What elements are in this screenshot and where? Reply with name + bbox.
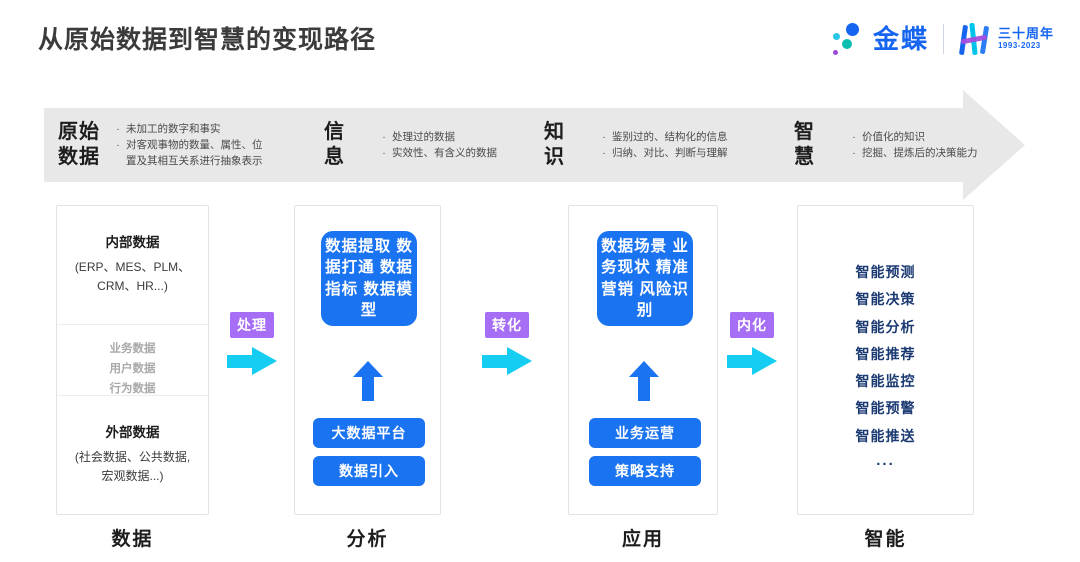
application-pill-operations[interactable]: 业务运营 bbox=[589, 418, 701, 448]
band-point: 挖掘、提炼后的决策能力 bbox=[862, 147, 978, 159]
band-segment-title: 知 识 bbox=[544, 121, 565, 168]
internal-data-block: 内部数据 (ERP、MES、PLM、 CRM、HR...) bbox=[57, 206, 208, 325]
band-segment-knowledge: 知 识 · 鉴别过的、结构化的信息 · 归纳、对比、判断与理解 bbox=[544, 108, 728, 182]
band-point: 归纳、对比、判断与理解 bbox=[612, 147, 728, 159]
band-point: 价值化的知识 bbox=[862, 130, 925, 143]
logo-dot-teal bbox=[841, 39, 852, 49]
intelligence-item: 智能推送 bbox=[855, 427, 916, 444]
up-arrow-icon bbox=[629, 361, 659, 401]
application-capability-card: 数据场景 业务现状 精准营销 风险识别 bbox=[597, 231, 693, 326]
bullet-icon: · bbox=[852, 130, 856, 143]
stage-footer-intelligence: 智能 bbox=[864, 529, 907, 550]
anniversary-lockup: 三十周年 1993-2023 bbox=[958, 22, 1054, 56]
stage-card-analysis: 数据提取 数据打通 数据指标 数据模型 大数据平台 数据引入 bbox=[294, 205, 441, 515]
bullet-icon: · bbox=[602, 147, 606, 159]
stage-footer-data: 数据 bbox=[111, 529, 154, 550]
right-arrow-icon bbox=[482, 347, 532, 375]
right-arrow-icon bbox=[227, 347, 277, 375]
connector-label: 处理 bbox=[230, 312, 274, 338]
data-types-block: 业务数据 用户数据 行为数据 bbox=[57, 325, 208, 396]
logo-dot-blue bbox=[845, 23, 859, 36]
band-segment-points: · 鉴别过的、结构化的信息 · 归纳、对比、判断与理解 bbox=[596, 129, 728, 162]
intelligence-ellipsis: ... bbox=[876, 452, 895, 470]
dikw-arrow-band: 原始 数据 · 未加工的数字和事实 · 对客观事物的数量、属性、位 置及其相互关… bbox=[44, 90, 1025, 200]
data-type-item: 行为数据 bbox=[109, 383, 156, 396]
data-type-item: 用户数据 bbox=[109, 363, 156, 376]
intelligence-item: 智能推荐 bbox=[855, 345, 916, 362]
up-arrow-icon bbox=[353, 361, 383, 401]
analysis-pill-platform[interactable]: 大数据平台 bbox=[313, 418, 425, 448]
band-point: 处理过的数据 bbox=[392, 130, 455, 143]
stage-card-application: 数据场景 业务现状 精准营销 风险识别 业务运营 策略支持 bbox=[568, 205, 718, 515]
anniversary-mark-icon bbox=[958, 22, 992, 56]
brand-name: 金蝶 bbox=[872, 24, 929, 54]
brand-logo: 金蝶 三十周年 1993-2023 bbox=[831, 18, 1054, 60]
internal-data-title: 内部数据 bbox=[105, 235, 160, 250]
connector-process: 处理 bbox=[222, 312, 282, 375]
band-point: 未加工的数字和事实 bbox=[126, 122, 221, 135]
band-segment-title: 信 息 bbox=[324, 121, 345, 168]
band-segment-information: 信 息 · 处理过的数据 · 实效性、有含义的数据 bbox=[324, 108, 497, 182]
application-pill-strategy[interactable]: 策略支持 bbox=[589, 456, 701, 486]
kingdee-dots-icon bbox=[831, 22, 863, 56]
bullet-icon: · bbox=[116, 138, 120, 151]
bullet-icon: · bbox=[116, 122, 120, 135]
connector-transform: 转化 bbox=[477, 312, 537, 375]
logo-dot-cyan bbox=[832, 33, 840, 40]
bullet-icon: · bbox=[382, 130, 386, 143]
connector-label: 转化 bbox=[485, 312, 529, 338]
external-data-subtitle: (社会数据、公共数据, 宏观数据...) bbox=[74, 450, 191, 483]
stage-footer-analysis: 分析 bbox=[346, 529, 389, 550]
anniversary-years: 1993-2023 bbox=[997, 40, 1041, 50]
band-segment-points: · 处理过的数据 · 实效性、有含义的数据 bbox=[376, 129, 497, 162]
band-segment-points: · 价值化的知识 · 挖掘、提炼后的决策能力 bbox=[846, 129, 978, 162]
bullet-icon: · bbox=[382, 147, 386, 159]
connector-label: 内化 bbox=[730, 312, 774, 338]
page-title: 从原始数据到智慧的变现路径 bbox=[38, 26, 377, 54]
data-type-item: 业务数据 bbox=[109, 343, 156, 355]
anniversary-label: 三十周年 bbox=[997, 26, 1054, 42]
stage-card-intelligence: 智能预测 智能决策 智能分析 智能推荐 智能监控 智能预警 智能推送 ... bbox=[797, 205, 974, 515]
stage-footer-application: 应用 bbox=[621, 529, 664, 550]
external-data-block: 外部数据 (社会数据、公共数据, 宏观数据...) bbox=[57, 396, 208, 485]
external-data-title: 外部数据 bbox=[105, 425, 160, 440]
logo-dot-purple bbox=[832, 50, 838, 55]
band-segment-title: 智 慧 bbox=[794, 121, 815, 168]
band-point: 对客观事物的数量、属性、位 置及其相互关系进行抽象表示 bbox=[126, 138, 263, 168]
band-segment-raw-data: 原始 数据 · 未加工的数字和事实 · 对客观事物的数量、属性、位 置及其相互关… bbox=[58, 108, 263, 182]
bullet-icon: · bbox=[602, 130, 606, 143]
connector-internalize: 内化 bbox=[722, 312, 782, 375]
intelligence-item: 智能预测 bbox=[855, 264, 916, 280]
band-segment-points: · 未加工的数字和事实 · 对客观事物的数量、属性、位 置及其相互关系进行抽象表… bbox=[110, 121, 263, 170]
band-point: 鉴别过的、结构化的信息 bbox=[612, 130, 728, 143]
right-arrow-icon bbox=[727, 347, 777, 375]
band-point: 实效性、有含义的数据 bbox=[392, 147, 497, 159]
analysis-capability-card: 数据提取 数据打通 数据指标 数据模型 bbox=[321, 231, 417, 326]
internal-data-subtitle: (ERP、MES、PLM、 CRM、HR...) bbox=[74, 260, 191, 293]
intelligence-item: 智能决策 bbox=[855, 291, 916, 308]
intelligence-item: 智能监控 bbox=[855, 373, 916, 390]
intelligence-item: 智能分析 bbox=[855, 318, 916, 335]
analysis-pill-ingest[interactable]: 数据引入 bbox=[313, 456, 425, 486]
brand-divider bbox=[942, 24, 944, 54]
band-segment-title: 原始 数据 bbox=[58, 121, 100, 168]
intelligence-item: 智能预警 bbox=[855, 400, 916, 417]
band-segment-wisdom: 智 慧 · 价值化的知识 · 挖掘、提炼后的决策能力 bbox=[794, 108, 978, 182]
bullet-icon: · bbox=[852, 147, 856, 159]
stage-card-data: 内部数据 (ERP、MES、PLM、 CRM、HR...) 业务数据 用户数据 … bbox=[56, 205, 209, 515]
intelligence-list: 智能预测 智能决策 智能分析 智能推荐 智能监控 智能预警 智能推送 ... bbox=[798, 206, 973, 469]
